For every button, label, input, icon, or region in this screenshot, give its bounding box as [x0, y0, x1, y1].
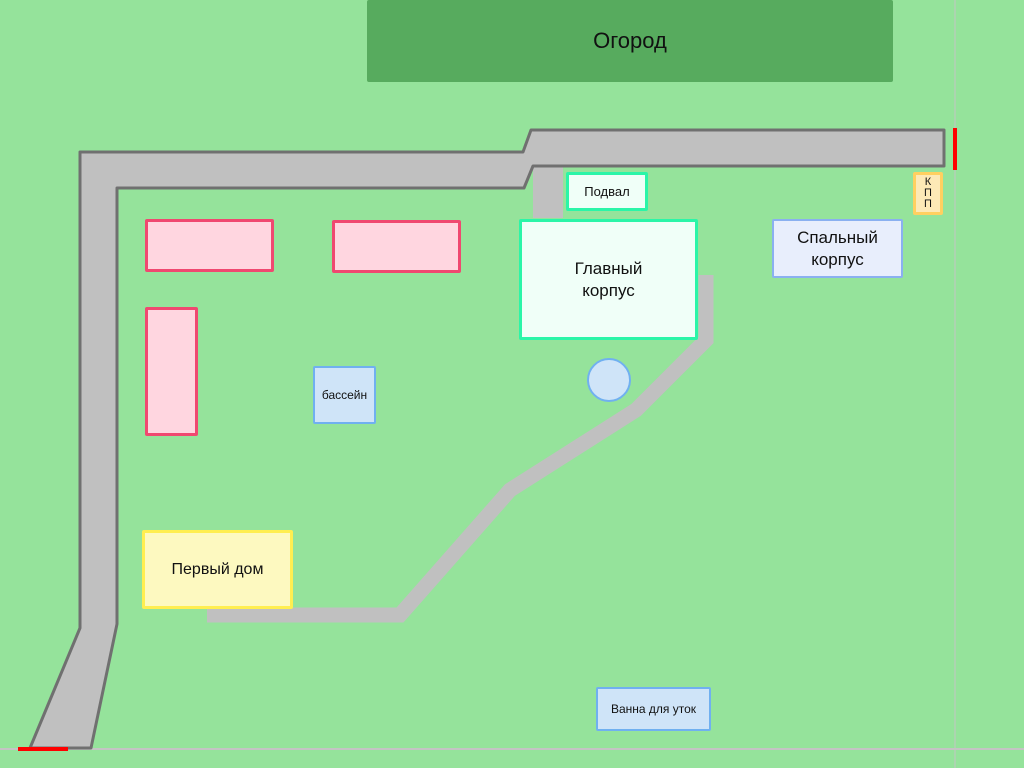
- main-building: Главный корпус: [519, 219, 698, 340]
- garden-label: Огород: [593, 28, 667, 53]
- basement-driveway: [533, 164, 563, 218]
- building-pink-1: [145, 219, 274, 272]
- pool-label: бассейн: [321, 388, 368, 402]
- first-house: Первый дом: [142, 530, 293, 609]
- building-pink-3: [145, 307, 198, 436]
- duck-bath-label: Ванна для уток: [610, 702, 697, 716]
- footpath: [207, 275, 714, 623]
- dormitory-label: Спальный корпус: [797, 227, 878, 269]
- checkpoint: КПП: [913, 172, 943, 215]
- dormitory: Спальный корпус: [772, 219, 903, 278]
- pool: бассейн: [313, 366, 376, 424]
- basement: Подвал: [566, 172, 648, 211]
- checkpoint-label: КПП: [924, 176, 932, 210]
- main-building-label: Главный корпус: [574, 258, 643, 300]
- building-pink-2: [332, 220, 461, 273]
- first-house-label: Первый дом: [171, 560, 264, 578]
- duck-bath: Ванна для уток: [596, 687, 711, 731]
- garden: Огород: [367, 0, 893, 82]
- fountain: [587, 358, 631, 402]
- basement-label: Подвал: [584, 184, 630, 199]
